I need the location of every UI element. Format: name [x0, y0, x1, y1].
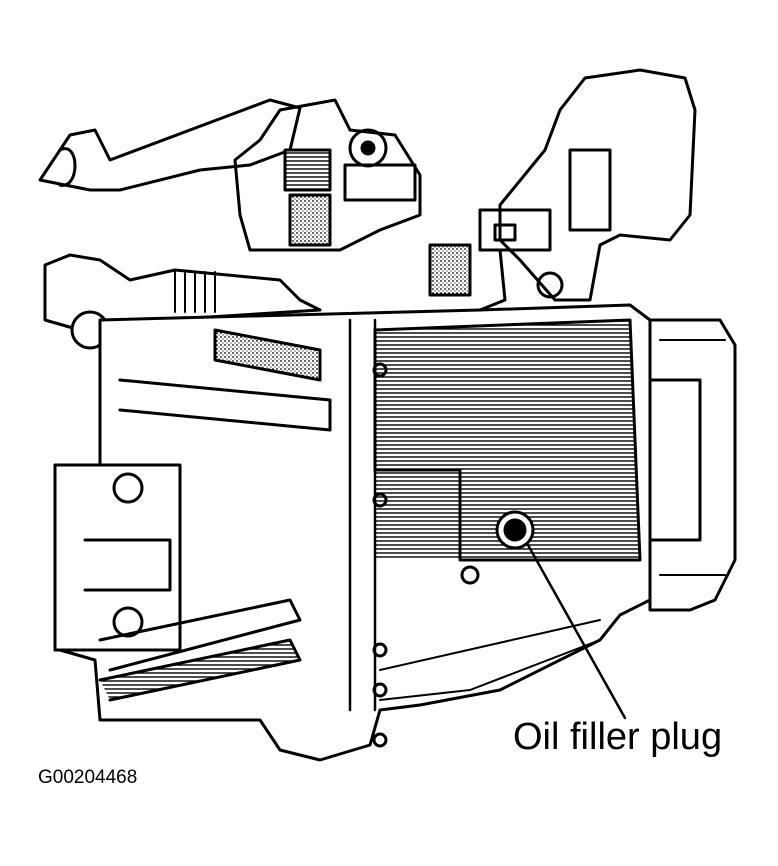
bracket-bolt-hole — [536, 271, 564, 299]
shift-linkage-arm — [38, 98, 302, 192]
shift-tower — [233, 98, 422, 252]
callout-leader-line — [526, 543, 627, 720]
callout-label: Oil filler plug — [513, 716, 723, 758]
figure-id: G00204468 — [38, 767, 138, 788]
bellhousing — [648, 318, 737, 612]
end-cover — [53, 463, 182, 652]
right-mounting-bracket — [498, 68, 697, 302]
reverse-switch — [478, 208, 552, 252]
